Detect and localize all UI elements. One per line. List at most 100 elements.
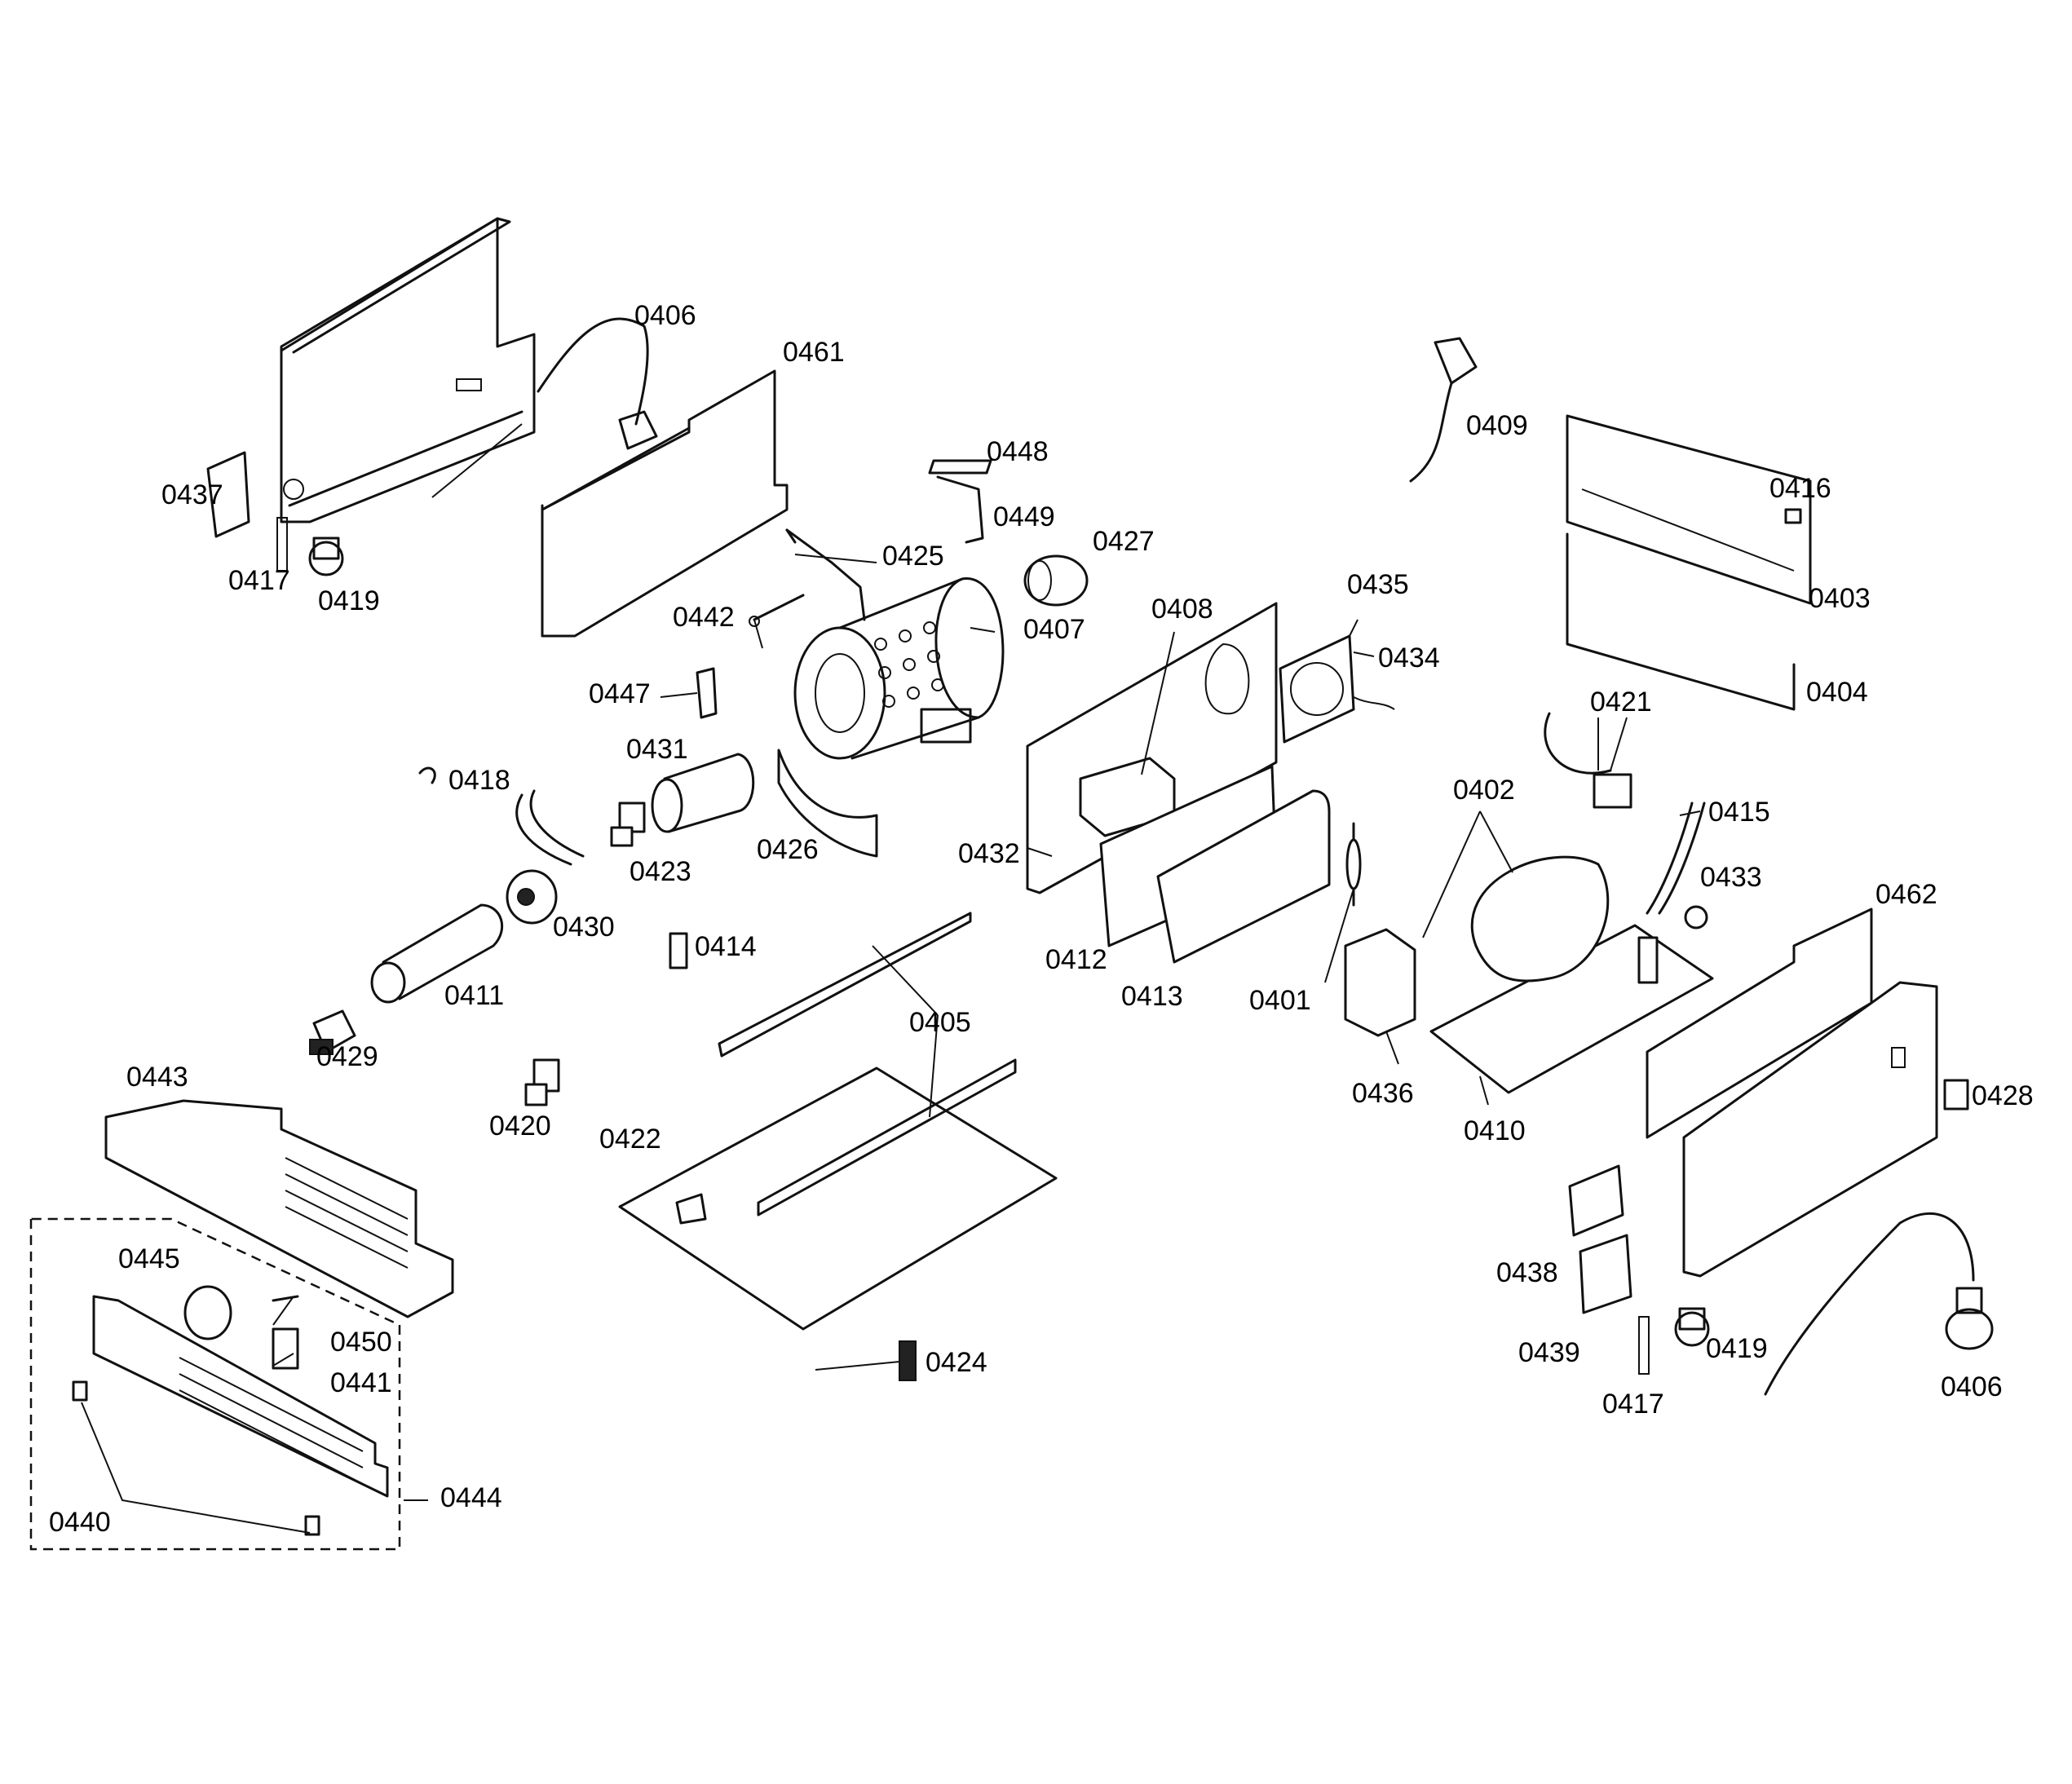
callout-0410: 0410	[1464, 1115, 1526, 1146]
callout-0427: 0427	[1093, 526, 1155, 557]
callout-0461: 0461	[783, 337, 845, 368]
bracket-0437-drawing	[206, 451, 250, 538]
tray-0405-drawing	[618, 912, 1058, 1331]
hose-0415-drawing	[1646, 801, 1706, 915]
cable-0406-top-drawing	[431, 317, 658, 498]
callout-0448: 0448	[987, 436, 1049, 467]
callout-0436: 0436	[1352, 1078, 1414, 1109]
callout-0404: 0404	[1806, 677, 1868, 708]
callout-0430: 0430	[553, 912, 615, 943]
switch-0421-drawing	[1544, 712, 1632, 809]
callout-0423: 0423	[630, 856, 691, 887]
callout-0444: 0444	[440, 1482, 502, 1513]
fan-0434-drawing	[1279, 634, 1395, 744]
callout-0424: 0424	[926, 1347, 987, 1378]
motor-0430-drawing	[506, 789, 585, 925]
callout-0412: 0412	[1045, 944, 1107, 975]
clip-0418-drawing	[418, 766, 436, 784]
callout-0445: 0445	[118, 1243, 180, 1274]
callout-0414: 0414	[695, 931, 757, 962]
callout-0443: 0443	[126, 1062, 188, 1093]
pads-0440-drawing	[72, 1380, 320, 1536]
callout-0425: 0425	[882, 541, 944, 572]
bracket-0426-drawing	[777, 748, 878, 858]
callout-0440: 0440	[49, 1507, 111, 1538]
callout-0432: 0432	[958, 838, 1020, 869]
callout-0415: 0415	[1708, 797, 1770, 828]
nut-0433-drawing	[1684, 905, 1708, 930]
part-0414-drawing	[669, 932, 688, 969]
callout-0419-lower: 0419	[1706, 1333, 1768, 1364]
cap-0427-drawing	[1023, 554, 1089, 607]
clip-0447-drawing	[696, 667, 718, 719]
box-0413-drawing	[1156, 789, 1331, 964]
callout-0420: 0420	[489, 1111, 551, 1141]
housing-0443-drawing	[104, 1099, 454, 1318]
callout-labels: 0406 0461 0437 0417 0419 0448 0449 0425 …	[49, 300, 2034, 1538]
block-0428-drawing	[1943, 1079, 1969, 1111]
valve-0420-drawing	[524, 1058, 560, 1106]
callout-0449: 0449	[993, 501, 1055, 532]
panel-0461-drawing	[541, 369, 789, 638]
callout-0441: 0441	[330, 1367, 392, 1398]
valve-0423-drawing	[610, 801, 646, 847]
callout-0426: 0426	[757, 834, 819, 865]
callout-0417-lower: 0417	[1602, 1389, 1664, 1420]
callout-0421: 0421	[1590, 687, 1652, 718]
parts-0445-0450-0441-drawing	[183, 1285, 299, 1370]
callout-0442: 0442	[673, 602, 735, 633]
grille-0444-drawing	[92, 1295, 389, 1498]
callout-0416: 0416	[1769, 473, 1831, 504]
callout-0406-lower: 0406	[1941, 1371, 2003, 1402]
callout-0406-top: 0406	[634, 300, 696, 331]
filter-0401-drawing	[1345, 822, 1362, 907]
blower-0407-drawing	[793, 577, 1005, 760]
mount-0425-drawing	[785, 528, 866, 621]
cable-0406-lower-drawing	[1764, 1212, 1994, 1396]
callout-0447: 0447	[589, 678, 651, 709]
callout-0402: 0402	[1453, 775, 1515, 806]
side-panel-left-drawing	[280, 217, 536, 523]
callout-0408: 0408	[1151, 594, 1213, 625]
cord-0409-drawing	[1409, 337, 1478, 483]
screw-0417-drawing	[276, 517, 288, 572]
sensor-0442-drawing	[749, 594, 805, 627]
callout-0418: 0418	[448, 765, 510, 796]
callout-0405: 0405	[909, 1007, 971, 1038]
callout-0419-top: 0419	[318, 585, 380, 616]
clip-0422-drawing	[675, 1193, 707, 1225]
callout-0422: 0422	[599, 1124, 661, 1155]
callout-0417-top: 0417	[228, 565, 290, 596]
callout-0429: 0429	[316, 1041, 378, 1072]
leader-lines	[81, 554, 1701, 1534]
callout-0401: 0401	[1249, 985, 1311, 1016]
wheel-0419-lower-drawing	[1674, 1307, 1710, 1347]
panels-0403-0404-drawing	[1566, 414, 1812, 711]
callout-0409: 0409	[1466, 410, 1528, 441]
callout-0433: 0433	[1700, 862, 1762, 893]
callout-0437: 0437	[161, 479, 223, 510]
callout-0428: 0428	[1972, 1080, 2034, 1111]
wheel-0419-drawing	[308, 537, 344, 576]
callout-0435: 0435	[1347, 569, 1409, 600]
side-panel-right-drawing	[1646, 907, 1938, 1278]
callout-0407: 0407	[1023, 614, 1085, 645]
tube-0411-drawing	[370, 903, 504, 1004]
callout-0403: 0403	[1809, 583, 1871, 614]
callout-0434: 0434	[1378, 643, 1440, 673]
subassembly-frame	[29, 1217, 401, 1551]
callout-0413: 0413	[1121, 981, 1183, 1012]
callout-0450: 0450	[330, 1327, 392, 1358]
callout-0431: 0431	[626, 734, 688, 765]
callout-0438: 0438	[1496, 1257, 1558, 1288]
callout-0411: 0411	[444, 980, 504, 1011]
terminals-0448-0449-drawing	[928, 459, 992, 544]
screw-0417-lower-drawing	[1638, 1316, 1650, 1375]
cylinder-0431-drawing	[651, 753, 755, 833]
part-0424-drawing	[899, 1340, 917, 1381]
brackets-0438-0439-drawing	[1568, 1164, 1632, 1314]
compressor-0402-drawing	[1344, 855, 1714, 1094]
knob-0429-drawing	[309, 1009, 356, 1055]
callout-0439: 0439	[1518, 1337, 1580, 1368]
